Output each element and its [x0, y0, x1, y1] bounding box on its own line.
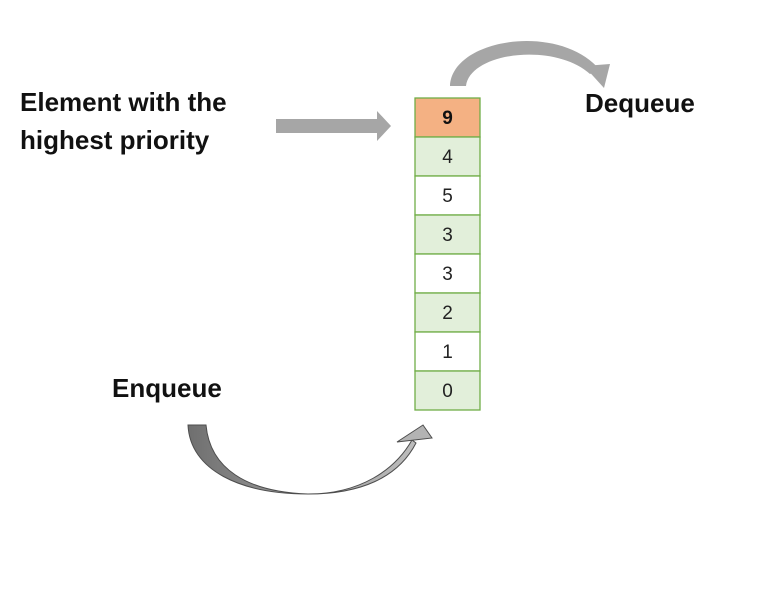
queue-cell: 4	[414, 136, 481, 177]
enqueue-label: Enqueue	[112, 373, 222, 403]
dequeue-arrow-head	[584, 64, 610, 88]
queue-cell-box	[414, 214, 481, 255]
queue-cell: 3	[414, 253, 481, 294]
highest-priority-label: Element with the highest priority	[20, 87, 227, 155]
queue-cell-value: 0	[442, 381, 453, 402]
queue-cell: 5	[414, 175, 481, 216]
queue-cell: 1	[414, 331, 481, 372]
queue-cell-box	[414, 136, 481, 177]
queue-cell-value: 1	[442, 342, 453, 363]
queue-cell-value: 9	[442, 108, 453, 129]
queue-cell: 2	[414, 292, 481, 333]
enqueue-arrow-head	[396, 424, 433, 443]
dequeue-arrow-body	[450, 41, 600, 86]
queue-cell-value: 4	[442, 147, 453, 168]
queue-cell: 9	[414, 97, 481, 138]
queue-cell: 0	[414, 370, 481, 411]
highest-priority-arrow	[276, 111, 391, 141]
queue-cell-value: 3	[442, 264, 453, 285]
queue-cell-box	[414, 253, 481, 294]
queue-cell-value: 3	[442, 225, 453, 246]
queue-cell-box	[414, 175, 481, 216]
queue-cell: 3	[414, 214, 481, 255]
enqueue-arrow-body	[187, 424, 417, 495]
dequeue-label: Dequeue	[585, 88, 695, 118]
queue-cell-box	[414, 370, 481, 411]
queue-cell-box	[414, 292, 481, 333]
queue-cell-value: 2	[442, 303, 453, 324]
priority-queue: 9 4 5 3 3 2 1 0	[414, 97, 481, 411]
queue-cell-value: 5	[442, 186, 453, 207]
